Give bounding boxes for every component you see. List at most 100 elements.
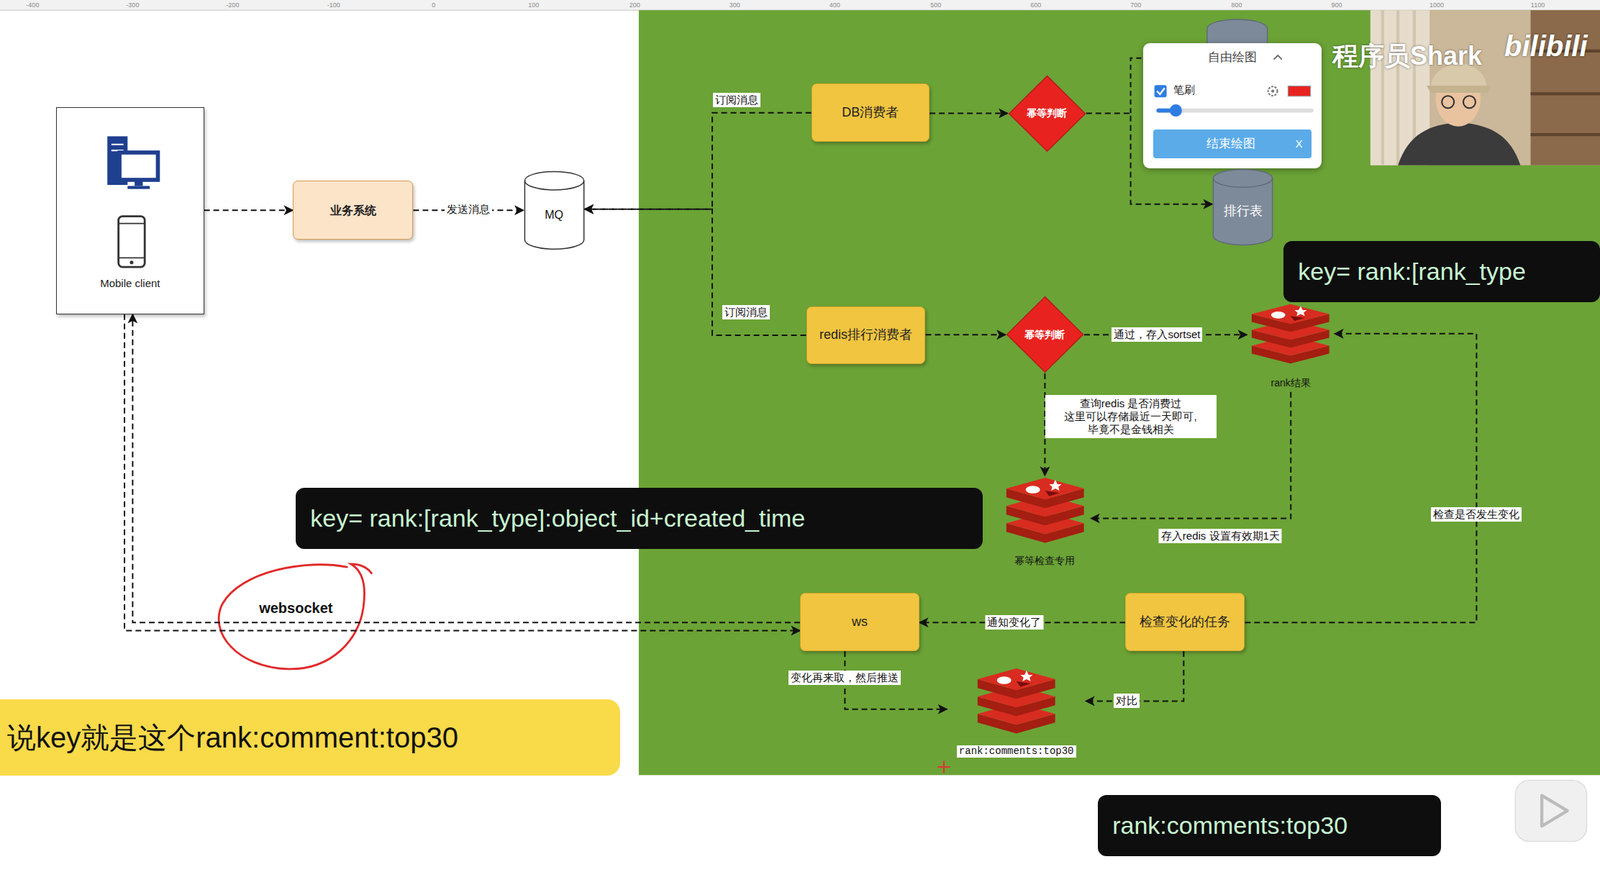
ruler-number: 1100 xyxy=(1530,1,1545,10)
redis-store: 幂等检查专用 xyxy=(999,475,1092,570)
node-text: rank:comments:top30 xyxy=(1112,810,1348,841)
ruler-number: 300 xyxy=(729,1,741,10)
caption-box: rank:comments:top30 xyxy=(1097,794,1442,857)
redis-layer-top xyxy=(1251,304,1330,324)
ruler-number: 1000 xyxy=(1429,1,1444,10)
dashed-connector xyxy=(204,209,293,211)
redis-star xyxy=(1294,305,1308,316)
ruler-number: 400 xyxy=(829,1,841,10)
dashed-connector xyxy=(132,314,800,623)
node-text: 结束绘图 xyxy=(1153,136,1296,152)
diamond-shape xyxy=(1006,297,1083,373)
caption-box: key= rank:[rank_type xyxy=(1283,241,1600,303)
task-box: 检查变化的任务 xyxy=(1125,592,1245,652)
cap-brim xyxy=(1426,85,1493,93)
edge-label: 通过，存入sortset xyxy=(1111,327,1203,342)
monitor-stand xyxy=(134,179,143,186)
gear-center xyxy=(1271,89,1275,93)
caption-box: key= rank:[rank_type]:object_id+created_… xyxy=(295,487,983,549)
phone xyxy=(118,216,146,267)
node-text: 排行表 xyxy=(1223,203,1263,220)
client-box: Mobile client xyxy=(56,107,205,315)
green-region xyxy=(638,10,1600,775)
webcam-ground xyxy=(1370,10,1600,165)
dashed-connector xyxy=(929,112,1008,114)
node-text: ws xyxy=(851,614,868,631)
redis-icon xyxy=(1004,475,1086,545)
ruler-number: 200 xyxy=(629,1,641,10)
redis-mark xyxy=(997,676,1012,685)
node-text: rank:comments:top30 xyxy=(956,745,1077,758)
node-text: key= rank:[rank_type xyxy=(1297,256,1526,287)
redis-mark xyxy=(1025,485,1040,494)
subtitle-box: 说key就是这个rank:comment:top30 xyxy=(0,699,621,776)
node-text: Mobile client xyxy=(100,276,160,290)
checkbox xyxy=(1153,84,1167,98)
ruler-number: -200 xyxy=(225,1,239,10)
node-text: 检查变化的任务 xyxy=(1139,614,1231,631)
redis-star xyxy=(1020,670,1033,682)
ruler-number: 500 xyxy=(930,1,942,10)
redis-store: rank:comments:top30 xyxy=(946,666,1086,760)
color-swatch xyxy=(1287,85,1311,96)
node-text: 自由绘图 xyxy=(1143,43,1322,66)
curtain-folds xyxy=(1382,10,1415,165)
node-text: 幂等判断 xyxy=(1026,107,1067,120)
checkmark xyxy=(1156,87,1165,95)
phone-screen xyxy=(118,223,146,258)
node-text: key= rank:[rank_type]:object_id+created_… xyxy=(310,503,806,534)
cylinder-rim xyxy=(1212,178,1272,188)
diamond-shape xyxy=(1008,75,1085,152)
service-box: 业务系统 xyxy=(292,180,413,240)
redis-star xyxy=(1048,479,1062,491)
redis-layer-top xyxy=(977,668,1056,690)
ruler-number: -100 xyxy=(327,1,341,10)
ruler-number: 800 xyxy=(1231,1,1243,10)
redis-mark xyxy=(1044,490,1059,497)
edge-label: 订阅消息 xyxy=(722,305,770,320)
play-button xyxy=(1515,779,1587,842)
node-text: MQ xyxy=(544,207,564,222)
play-triangle xyxy=(1541,795,1567,827)
node-text: redis排行消费者 xyxy=(819,327,913,344)
node-text: DB消费者 xyxy=(841,105,899,121)
table-cylinder: 排行表 xyxy=(1212,168,1274,247)
ws-box: ws xyxy=(800,592,920,652)
decision-diamond: 幂等判断 xyxy=(1007,74,1087,153)
monitor xyxy=(119,152,158,180)
slider-handle xyxy=(1169,104,1182,117)
node-text: 业务系统 xyxy=(330,203,377,218)
dashed-connector xyxy=(584,209,807,336)
edge-label: 通知变化了 xyxy=(984,615,1044,630)
ruler-number: 0 xyxy=(431,1,436,10)
phone-button xyxy=(129,260,134,265)
dashed-connector xyxy=(124,314,800,631)
node-text: 笔刷 xyxy=(1173,82,1195,98)
dashed-connector xyxy=(584,112,812,210)
redis-mark xyxy=(1271,311,1286,319)
node-text: X xyxy=(1295,137,1303,151)
drawing-panel: 结束绘图X 自由绘图笔刷 xyxy=(1143,43,1322,169)
edge-label: 变化再来取，然后推送 xyxy=(788,670,901,685)
edge-label: 查询redis 是否消费过 这里可以存储最近一天即可, 毕竟不是金钱相关 xyxy=(1045,394,1217,439)
edge-label: 存入redis 设置有效期1天 xyxy=(1158,528,1283,544)
consumer-box: redis排行消费者 xyxy=(806,306,926,365)
node-text: rank结果 xyxy=(1271,376,1311,390)
consumer-box: DB消费者 xyxy=(811,83,931,142)
redis-mark xyxy=(1016,681,1031,688)
watermark: 程序员Shark xyxy=(1332,40,1483,72)
ruler-number: -300 xyxy=(125,1,139,10)
edge-label: 对比 xyxy=(1113,693,1140,708)
gear-icon xyxy=(1267,86,1277,96)
queue-cylinder: MQ xyxy=(523,170,585,251)
node-text: 幂等检查专用 xyxy=(1014,554,1075,567)
monitor-base xyxy=(127,185,150,189)
dashed-connector xyxy=(925,333,1006,336)
glasses xyxy=(1463,95,1476,108)
tower-slots xyxy=(111,144,124,151)
cylinder-rim xyxy=(524,180,584,190)
edge-label: 发送消息 xyxy=(444,202,493,217)
cylinder-body xyxy=(1212,169,1272,245)
edge-label: websocket xyxy=(256,598,335,618)
redis-layer-top xyxy=(1005,477,1084,500)
